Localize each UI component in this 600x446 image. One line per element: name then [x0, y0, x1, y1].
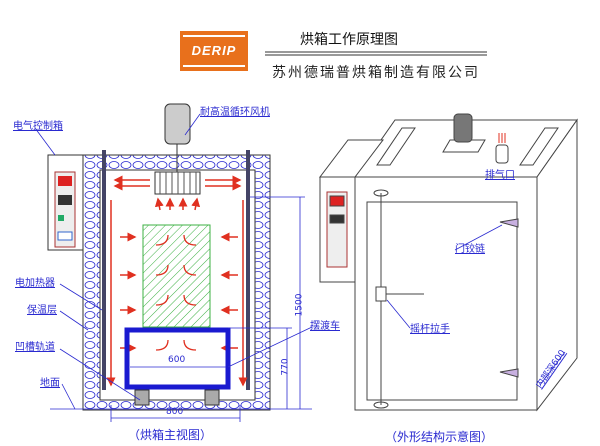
label-ground: 地面: [40, 378, 60, 389]
heater-left: [102, 150, 106, 390]
dim-800: 800: [166, 407, 184, 417]
caption-front-view: （烘箱主视图）: [128, 428, 213, 442]
airflow-arrows: [106, 175, 248, 387]
fan-motor: [164, 103, 191, 145]
label-hinge: 门铰链: [455, 244, 485, 255]
derip-logo: DERIP: [180, 31, 248, 71]
label-control-box: 电气控制箱: [13, 121, 63, 132]
label-insulation: 保温层: [27, 305, 57, 316]
label-handle: 摇杆拉手: [410, 324, 450, 335]
heater-right: [246, 150, 250, 390]
label-fan: 耐高温循环风机: [200, 107, 270, 118]
door: [366, 201, 518, 401]
dim-1500: 1500: [294, 293, 305, 317]
company-name: 苏州德瑞普烘箱制造有限公司: [272, 65, 480, 81]
outline-view: [318, 113, 578, 412]
label-heater: 电加热器: [15, 278, 55, 289]
logo-text: DERIP: [191, 43, 237, 58]
dim-770: 770: [280, 358, 291, 376]
label-exhaust: 排气口: [485, 170, 515, 181]
dim-600: 600: [168, 355, 186, 365]
page-title: 烘箱工作原理图: [300, 32, 398, 48]
label-track: 凹槽轨道: [15, 342, 55, 353]
ferry-cart: [124, 327, 231, 390]
label-cart: 摆渡车: [310, 321, 340, 332]
product-rack: [142, 224, 211, 328]
front-view: [34, 103, 313, 422]
caption-outline-view: （外形结构示意图）: [385, 430, 494, 444]
